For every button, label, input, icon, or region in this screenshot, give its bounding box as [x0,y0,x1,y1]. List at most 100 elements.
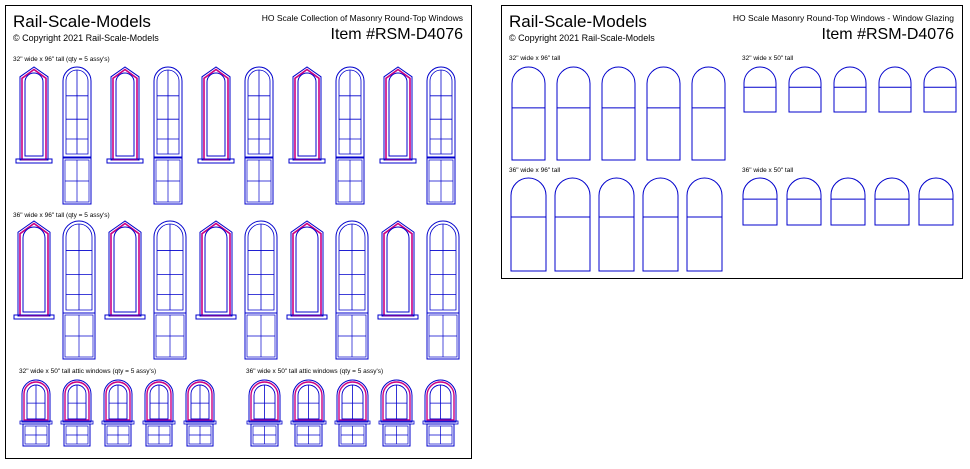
trim-masonry [203,68,229,161]
window-sash-part [426,220,460,314]
sash-outline [426,220,460,314]
attic-opening [67,384,87,420]
window-trim-part [197,66,235,164]
glazing-outline [786,177,822,226]
sash-inner [338,69,362,155]
window-sash-part [335,66,365,158]
attic-opening [149,384,169,420]
glazing-tall-part [511,66,546,161]
glazing-tall-part [556,66,591,161]
trim-masonry [294,68,320,161]
window-lower-sash-part [426,423,455,447]
attic-outline [292,379,325,423]
attic-window-part [290,379,327,425]
window-sash-part [244,66,274,158]
glazing-tall-part [642,177,679,272]
lower-sash-outline [426,423,455,447]
glazing-outline [833,66,867,113]
trim-masonry [201,222,231,317]
glazing-tall-part [554,177,591,272]
lower-sash-outline [294,423,323,447]
trim-opening [115,72,135,157]
lower-sash-outline [145,423,173,447]
trim-opening [24,72,44,157]
lower-sash-outline [153,157,183,205]
window-lower-sash-part [338,423,367,447]
glazing-outline [918,177,954,226]
glazing-short-part [923,66,957,113]
window-sill [379,158,417,164]
window-lower-sash-part [244,157,274,205]
window-lower-sash-part [382,423,411,447]
window-lower-sash-part [426,312,460,360]
window-lower-sash-part [62,312,96,360]
attic-trim [64,381,90,421]
window-sash-part [62,66,92,158]
sheet-subtitle: HO Scale Collection of Masonry Round-Top… [261,13,463,23]
trim-opening [386,226,410,313]
attic-outline [144,379,174,423]
trim-opening [388,72,408,157]
window-lower-sash-part [104,423,132,447]
attic-window-part [142,379,176,425]
glazing-tall-part [646,66,681,161]
brand-title: Rail-Scale-Models [13,12,151,31]
attic-trim [382,381,411,421]
window-lower-sash-part [335,312,369,360]
attic-opening [253,384,276,420]
window-sill [104,314,146,320]
lower-sash-outline [62,312,96,360]
sash-inner [65,223,93,311]
sash-outline [244,220,278,314]
lower-sash-outline [335,312,369,360]
trim-opening [206,72,226,157]
lower-sash-outline [62,157,92,205]
section-label-32x50: 32" wide x 50" tall [742,55,794,62]
sash-inner [247,69,271,155]
window-lower-sash-part [62,157,92,205]
sash-inner [338,223,366,311]
lower-sash-outline [244,157,274,205]
attic-outline [103,379,133,423]
sash-outline [335,220,369,314]
attic-outline [380,379,413,423]
lower-sash-outline [22,423,50,447]
glazing-outline [598,177,635,272]
window-trim-part [104,220,146,320]
attic-trim [338,381,367,421]
attic-opening [341,384,364,420]
sash-inner [429,69,453,155]
parts-sheet-windows: Rail-Scale-Models © Copyright 2021 Rail-… [5,5,472,459]
window-lower-sash-part [186,423,214,447]
section-label-36x96: 36" wide x 96" tall [509,167,561,174]
lower-sash-outline [244,312,278,360]
sash-outline [62,66,92,158]
lower-sash-outline [250,423,279,447]
glazing-short-part [830,177,866,226]
sash-outline [426,66,456,158]
glazing-outline [510,177,547,272]
window-sash-part [153,220,187,314]
glazing-outline [743,66,777,113]
window-sill [286,314,328,320]
trim-masonry [292,222,322,317]
glazing-outline [601,66,636,161]
window-sash-part [335,220,369,314]
attic-trim [426,381,455,421]
trim-masonry [383,222,413,317]
trim-opening [295,226,319,313]
trim-masonry [19,222,49,317]
window-lower-sash-part [426,157,456,205]
brand-title: Rail-Scale-Models [509,12,647,31]
window-sash-part [153,66,183,158]
lower-sash-outline [382,423,411,447]
lower-sash-outline [104,423,132,447]
window-lower-sash-part [22,423,50,447]
window-sash-part [244,220,278,314]
glazing-outline [923,66,957,113]
window-trim-part [15,66,53,164]
attic-window-part [334,379,371,425]
window-sill [377,314,419,320]
sash-inner [247,223,275,311]
attic-outline [336,379,369,423]
